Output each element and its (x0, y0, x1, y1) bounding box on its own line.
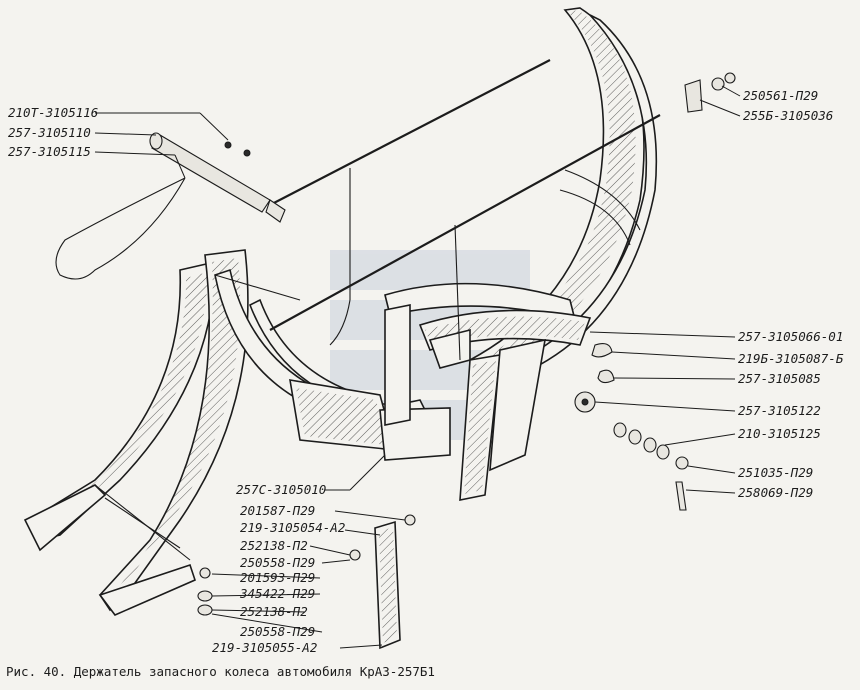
part-labels: 210Т-3105116 257-3105110 257-3105115 250… (8, 88, 844, 655)
label-257-3105110: 257-3105110 (8, 125, 91, 140)
label-250561-p29: 250561-П29 (743, 88, 818, 103)
label-210-3105125: 210-3105125 (738, 426, 821, 441)
lower-cradle (214, 268, 451, 461)
label-257-3105122: 257-3105122 (738, 403, 821, 418)
label-258069-p29: 258069-П29 (738, 485, 813, 500)
label-250558-p29: 250558-П29 (240, 555, 315, 570)
label-252138-p2-second: 252138-П2 (240, 604, 308, 619)
spare-wheel-holder-drawing: 210Т-3105116 257-3105110 257-3105115 250… (8, 7, 844, 655)
label-250558-p29-second: 250558-П29 (240, 624, 315, 639)
exploded-parts (574, 343, 689, 511)
handle-assembly (55, 132, 286, 280)
label-257-3105066-01: 257-3105066-01 (738, 329, 843, 344)
label-252138-p2: 252138-П2 (240, 538, 308, 553)
label-257-3105085: 257-3105085 (738, 371, 821, 386)
label-257s-3105010: 257С-3105010 (236, 482, 326, 497)
label-201587-p29: 201587-П29 (240, 503, 315, 518)
label-219-3105055-a2: 219-3105055-А2 (212, 640, 317, 655)
label-201593-p29: 201593-П29 (240, 570, 315, 585)
label-210t-3105116: 210Т-3105116 (8, 105, 98, 120)
leader-lines (94, 85, 741, 649)
label-219-3105054-a2: 219-3105054-А2 (240, 520, 345, 535)
figure-caption: Рис. 40. Держатель запасного колеса авто… (6, 664, 435, 679)
top-right-hardware (684, 72, 736, 113)
tension-rods (269, 59, 661, 361)
label-257-3105115: 257-3105115 (8, 144, 91, 159)
left-support-rails (23, 249, 249, 616)
bottom-bracket (197, 514, 416, 650)
label-255b-3105036: 255Б-3105036 (743, 108, 833, 123)
label-251035-p29: 251035-П29 (738, 465, 813, 480)
label-219b-3105087-b: 219Б-3105087-Б (738, 351, 844, 366)
label-345422-p29: 345422-П29 (239, 586, 315, 601)
